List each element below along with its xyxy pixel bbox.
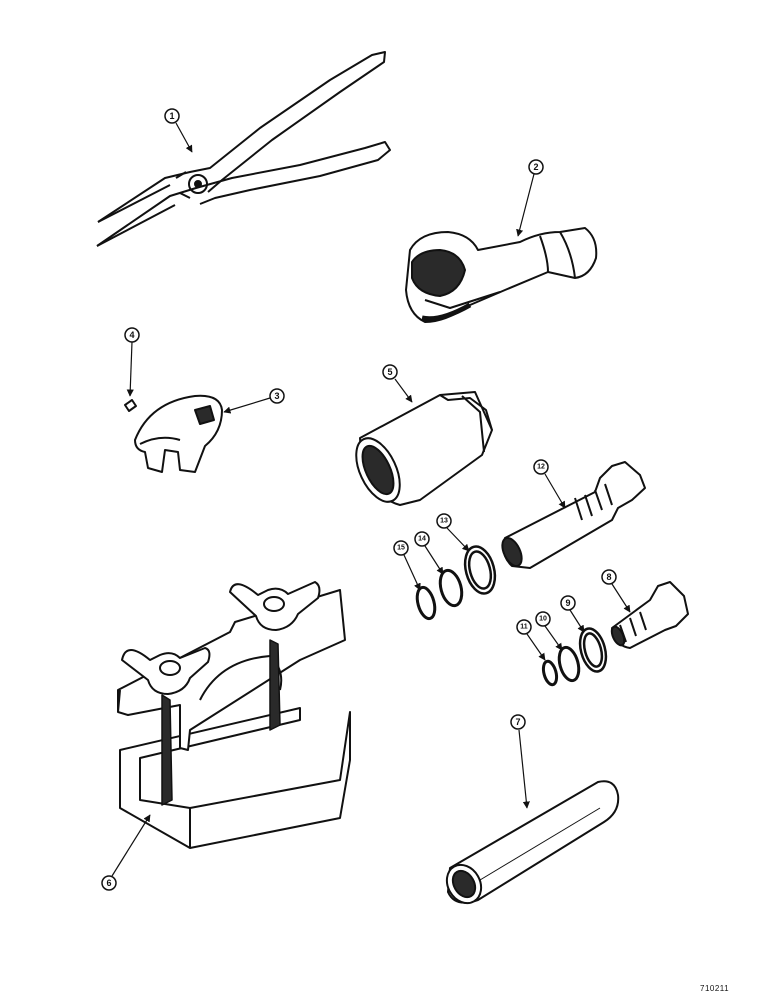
callout-circle-4: [124, 327, 140, 343]
callout-circle-6: [101, 875, 117, 891]
o-ring-13: [463, 545, 497, 595]
callout-3: 3: [274, 391, 279, 401]
leader-9: [569, 609, 585, 633]
callout-2: 2: [533, 162, 538, 172]
o-ring-14: [438, 568, 464, 608]
callout-10: 10: [539, 616, 547, 623]
leader-13: [446, 527, 470, 552]
callout-6: 6: [106, 878, 111, 888]
leader-2: [516, 173, 535, 237]
leader-10: [544, 625, 563, 651]
leader-14: [424, 545, 444, 575]
callout-circle-10: [535, 611, 551, 627]
figure-id: 710211: [700, 984, 730, 993]
leader-12: [544, 473, 566, 509]
o-ring-11: [541, 659, 559, 687]
callout-5: 5: [387, 367, 392, 377]
callout-1: 1: [169, 111, 174, 121]
callout-circle-5: [382, 364, 398, 380]
leader-8: [611, 583, 631, 613]
bolt-adapter: [501, 461, 646, 569]
callout-circle-9: [560, 595, 576, 611]
o-ring-10: [557, 645, 581, 683]
callout-7: 7: [515, 717, 520, 727]
leader-1: [175, 122, 193, 153]
fitting-8: [610, 581, 689, 649]
callout-8: 8: [606, 572, 611, 582]
sleeve-tube: [445, 780, 620, 905]
callout-circle-13: [436, 513, 452, 529]
callout-13: 13: [440, 518, 448, 525]
callout-4: 4: [129, 330, 134, 340]
leader-4: [126, 341, 134, 397]
callout-circle-12: [533, 459, 549, 475]
callout-circle-11: [516, 619, 532, 635]
clamp-fixture: [117, 581, 351, 849]
snap-ring-pliers: [96, 51, 391, 247]
leader-15: [403, 554, 421, 591]
nut-wrench-socket: [405, 227, 598, 323]
callout-12: 12: [537, 464, 545, 471]
callout-14: 14: [418, 536, 426, 543]
leader-5: [394, 378, 413, 403]
leader-6: [111, 814, 151, 877]
o-ring-9: [578, 627, 608, 673]
yoke-holder: [124, 394, 223, 473]
spanner-socket: [355, 391, 493, 506]
callout-circle-8: [601, 569, 617, 585]
callout-circle-15: [393, 540, 409, 556]
callout-circle-7: [510, 714, 526, 730]
o-ring-15: [415, 585, 437, 621]
callout-circle-2: [528, 159, 544, 175]
callout-11: 11: [520, 624, 528, 631]
leader-3: [223, 397, 271, 414]
callout-9: 9: [565, 598, 570, 608]
leader-11: [526, 633, 546, 661]
leader-7: [518, 729, 530, 809]
callout-circle-3: [269, 388, 285, 404]
callout-circle-14: [414, 531, 430, 547]
callout-15: 15: [397, 545, 405, 552]
callout-circle-1: [164, 108, 180, 124]
